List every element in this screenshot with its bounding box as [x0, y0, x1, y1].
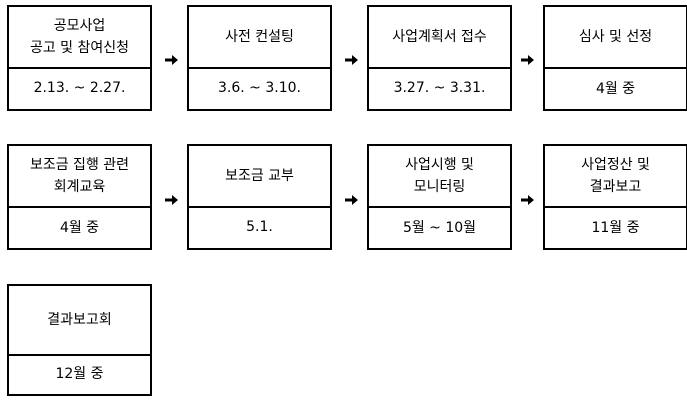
step-title-line: 회계교육	[53, 179, 106, 195]
step-title: 보조금 교부	[189, 146, 330, 208]
step-title: 사업계획서 접수	[369, 7, 510, 69]
step-title: 사전 컨설팅	[189, 7, 330, 69]
step-box-6: 보조금 교부 5.1.	[187, 144, 332, 250]
step-period: 4월 중	[59, 220, 100, 236]
step-box-4: 심사 및 선정 4월 중	[543, 5, 687, 111]
step-title-line: 결과보고	[589, 179, 642, 195]
step-title-line: 보조금 집행 관련	[29, 157, 130, 173]
step-title-line: 보조금 교부	[225, 168, 294, 184]
step-period: 3.6. ~ 3.10.	[218, 80, 301, 96]
step-title-line: 사전 컨설팅	[225, 29, 294, 45]
right-arrow-icon	[345, 194, 359, 206]
step-box-8: 사업정산 및 결과보고 11월 중	[543, 144, 687, 250]
step-title-line: 사업시행 및	[405, 157, 474, 173]
step-title: 공모사업 공고 및 참여신청	[9, 7, 150, 69]
right-arrow-icon	[521, 54, 535, 66]
step-title-line: 공고 및 참여신청	[29, 40, 130, 56]
step-box-5: 보조금 집행 관련 회계교육 4월 중	[7, 144, 152, 250]
step-period: 5.1.	[246, 219, 273, 235]
step-period: 4월 중	[595, 81, 636, 97]
step-period: 2.13. ~ 2.27.	[33, 80, 126, 96]
step-period: 3.27. ~ 3.31.	[393, 80, 486, 96]
step-title: 사업시행 및 모니터링	[369, 146, 510, 208]
step-title-line: 모니터링	[413, 179, 466, 195]
step-title-line: 결과보고회	[47, 312, 112, 328]
step-period: 12월 중	[55, 366, 104, 382]
step-title-line: 사업계획서 접수	[392, 29, 487, 45]
step-box-1: 공모사업 공고 및 참여신청 2.13. ~ 2.27.	[7, 5, 152, 111]
step-box-9: 결과보고회 12월 중	[7, 284, 152, 396]
right-arrow-icon	[165, 194, 179, 206]
step-period: 11월 중	[591, 220, 640, 236]
right-arrow-icon	[521, 194, 535, 206]
step-period: 5월 ~ 10월	[402, 220, 477, 236]
step-title-line: 공모사업	[53, 18, 106, 34]
right-arrow-icon	[345, 54, 359, 66]
step-box-3: 사업계획서 접수 3.27. ~ 3.31.	[367, 5, 512, 111]
step-title: 심사 및 선정	[545, 7, 686, 69]
step-title-line: 심사 및 선정	[578, 29, 653, 45]
step-title-line: 사업정산 및	[581, 157, 650, 173]
step-title: 결과보고회	[9, 286, 150, 356]
step-box-7: 사업시행 및 모니터링 5월 ~ 10월	[367, 144, 512, 250]
step-title: 보조금 집행 관련 회계교육	[9, 146, 150, 208]
step-box-2: 사전 컨설팅 3.6. ~ 3.10.	[187, 5, 332, 111]
step-title: 사업정산 및 결과보고	[545, 146, 686, 208]
right-arrow-icon	[165, 54, 179, 66]
